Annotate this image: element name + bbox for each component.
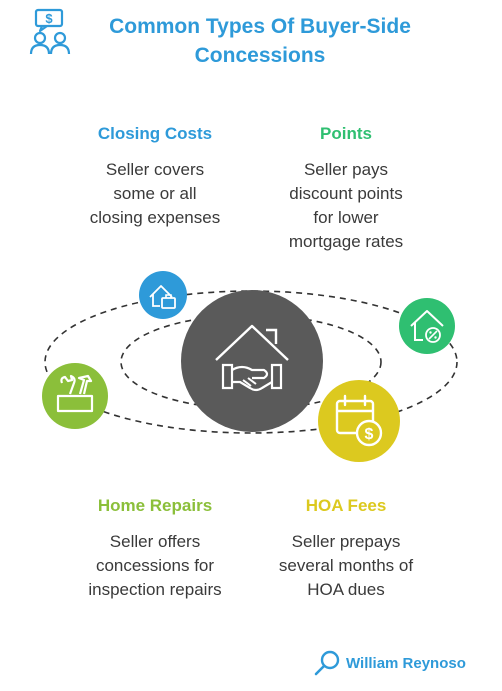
closing-costs-line: closing expenses <box>89 208 221 227</box>
hoa-fees-description: Seller prepays several months of HOA due… <box>241 530 451 602</box>
brand-name: William Reynoso <box>346 655 466 672</box>
svg-text:$: $ <box>365 426 374 443</box>
points-line: Seller pays <box>303 160 389 179</box>
home-repairs-description: Seller offers concessions for inspection… <box>50 530 260 602</box>
closing-costs-line: some or all <box>113 184 197 203</box>
points-line: for lower <box>313 208 379 227</box>
outer-orbit <box>44 290 458 434</box>
house-handshake-icon <box>181 290 323 432</box>
closing-costs-title: Closing Costs <box>97 124 213 143</box>
house-percent-icon <box>399 298 455 354</box>
closing-costs-description: Seller covers some or all closing expens… <box>50 158 260 230</box>
house-briefcase-icon <box>139 271 187 319</box>
points-title: Points <box>320 124 372 143</box>
home-repairs-line: Seller offers <box>109 532 201 551</box>
magnifier-icon <box>314 650 340 676</box>
hoa-fees-line: HOA dues <box>307 580 385 599</box>
hoa-fees-line: Seller prepays <box>291 532 401 551</box>
title-line-1: Common Types Of Buyer-Side <box>109 15 411 38</box>
home-repairs-line: concessions for <box>95 556 215 575</box>
page-title: Common Types Of Buyer-Side Concessions <box>60 12 460 70</box>
calendar-dollar-icon: $ <box>318 380 400 462</box>
svg-text:$: $ <box>45 11 53 26</box>
points-description: Seller pays discount points for lower mo… <box>241 158 451 254</box>
finance-people-icon: $ <box>29 8 71 55</box>
home-repairs-title: Home Repairs <box>97 496 213 515</box>
hoa-fees-title: HOA Fees <box>305 496 387 515</box>
closing-costs-line: Seller covers <box>105 160 205 179</box>
points-line: discount points <box>289 184 403 203</box>
points-line: mortgage rates <box>288 232 404 251</box>
home-repairs-line: inspection repairs <box>88 580 222 599</box>
toolbox-icon <box>42 363 108 429</box>
hoa-fees-line: several months of <box>278 556 414 575</box>
title-line-2: Concessions <box>194 44 326 67</box>
